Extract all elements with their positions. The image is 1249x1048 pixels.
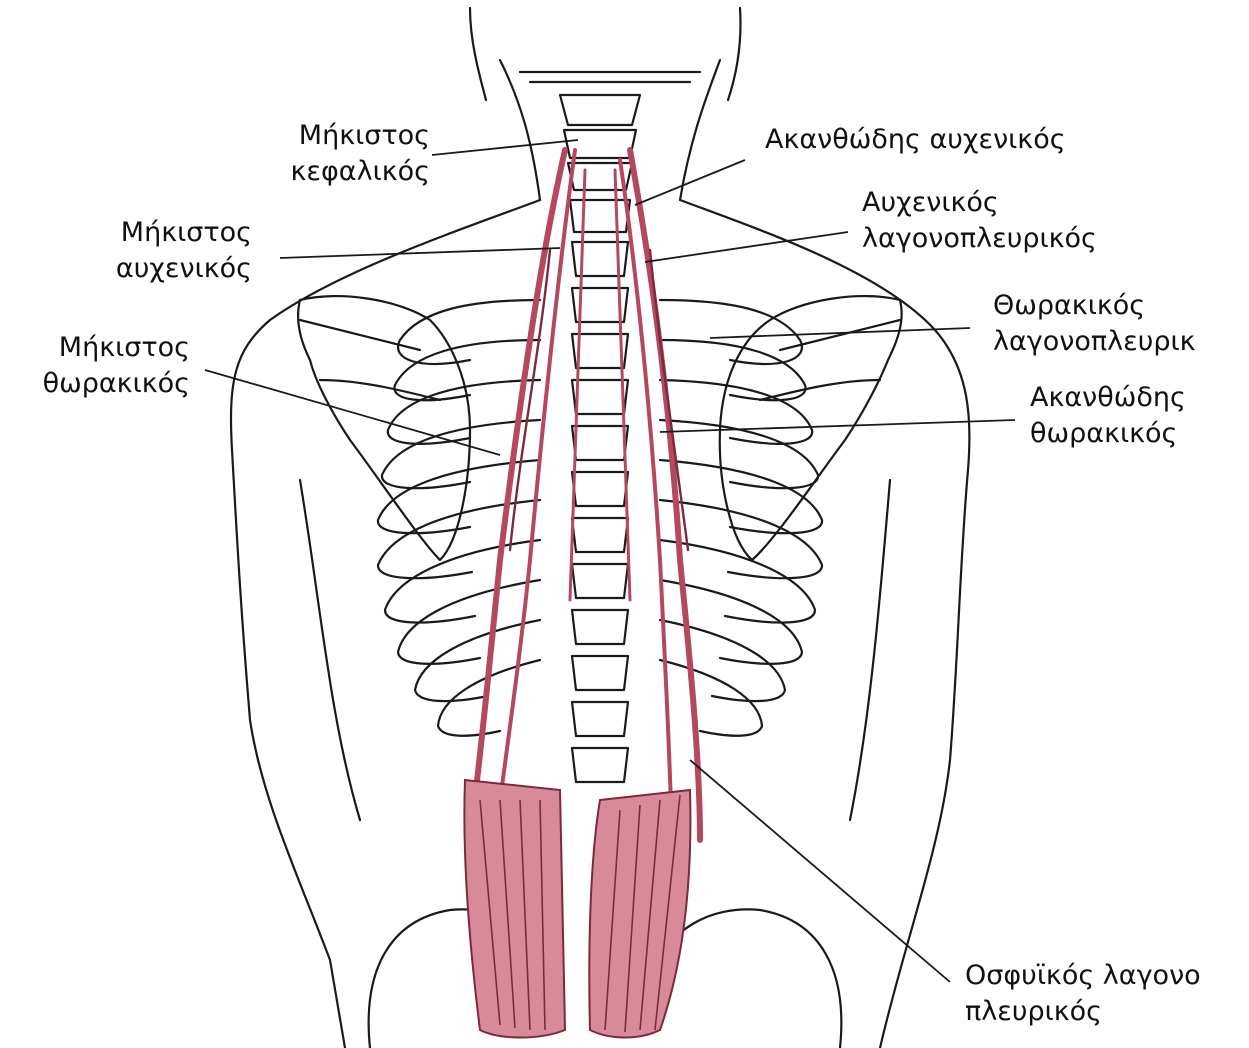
leader-iliocostalis-lumborum — [690, 760, 950, 982]
head-outline — [470, 8, 741, 100]
label-iliocostalis-lumborum: Οσφυϊκός λαγονο πλευρικός — [965, 958, 1201, 1030]
label-iliocostalis-cervicis: Αυχενικός λαγονοπλευρικός — [862, 185, 1097, 257]
leader-iliocostalis-thoracis — [710, 328, 970, 338]
leader-spinalis-cervicis — [635, 160, 745, 205]
label-longissimus-capitis: Μήκιστος κεφαλικός — [220, 118, 430, 190]
label-longissimus-cervicis: Μήκιστος αυχενικός — [40, 215, 252, 287]
label-spinalis-thoracis: Ακανθώδης θωρακικός — [1030, 380, 1186, 452]
label-spinalis-cervicis: Ακανθώδης αυχενικός — [765, 122, 1066, 158]
body-outline-right — [680, 200, 969, 1048]
leader-longissimus-capitis — [432, 140, 578, 155]
leader-longissimus-cervicis — [280, 248, 560, 258]
label-longissimus-thoracis: Μήκιστος θωρακικός — [0, 330, 190, 402]
leader-iliocostalis-cervicis — [645, 232, 848, 262]
left-scapula — [298, 296, 470, 560]
label-iliocostalis-thoracis: Θωρακικός λαγονοπλευρικ — [993, 288, 1196, 360]
vertebral-column — [560, 95, 640, 782]
